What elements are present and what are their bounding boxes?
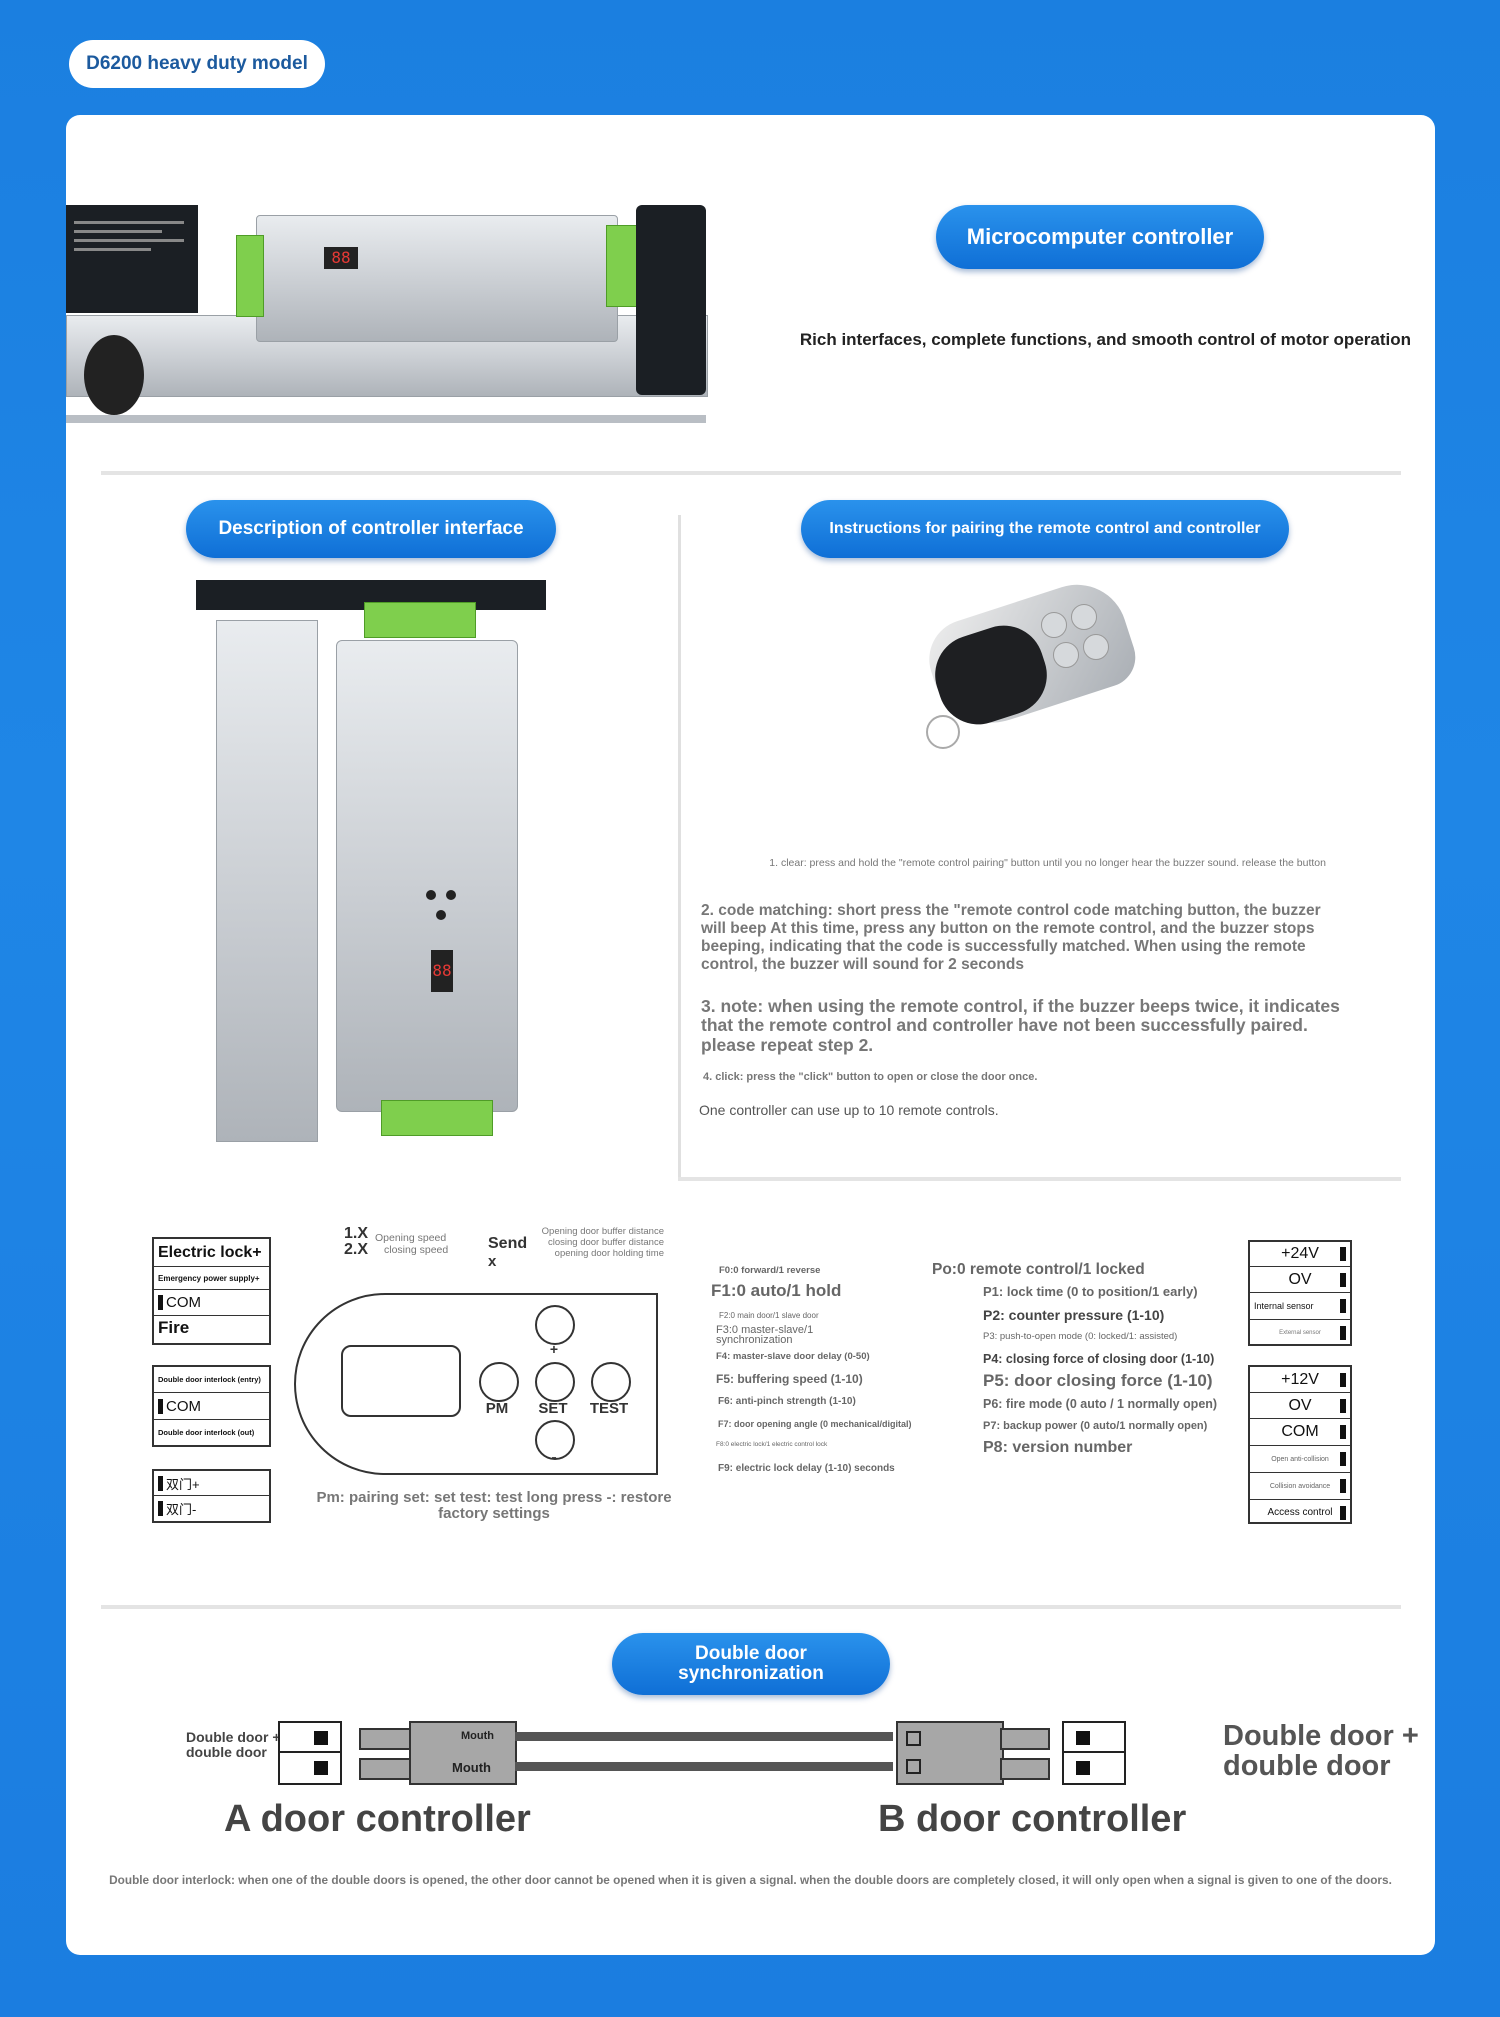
set-label: SET (538, 1400, 568, 1417)
speed-num-1: 1.X (344, 1225, 369, 1242)
a-plug-bottom (359, 1758, 415, 1780)
terminal-double-door-plus: 双门+ (154, 1471, 269, 1496)
param-f7: F7: door opening angle (0 mechanical/dig… (718, 1419, 912, 1429)
controller-photo: 88 (66, 175, 716, 455)
speed-num-2: 2.X (344, 1241, 369, 1258)
plus-label: + (549, 1341, 559, 1357)
b-door-controller-label: B door controller (878, 1798, 1187, 1840)
terminal-block-double-door: 双门+ 双门- (152, 1469, 271, 1523)
b-door-connector (1062, 1721, 1126, 1785)
pairing-title: Instructions for pairing the remote cont… (801, 500, 1289, 558)
param-p1: P1: lock time (0 to position/1 early) (983, 1284, 1198, 1299)
terminal-0v-2: OV (1250, 1393, 1350, 1419)
param-p8: P8: version number (983, 1439, 1133, 1456)
param-f6: F6: anti-pinch strength (1-10) (718, 1396, 856, 1407)
param-f2: F2:0 main door/1 slave door (719, 1311, 819, 1320)
terminal-interlock-out: Double door interlock (out) (158, 1428, 255, 1437)
send-x-label: x (488, 1253, 497, 1270)
param-p0: Po:0 remote control/1 locked (932, 1261, 1145, 1278)
terminal-collision-avoidance: Collision avoidance (1250, 1473, 1350, 1500)
b-plug-bottom (1000, 1758, 1050, 1780)
param-p4: P4: closing force of closing door (1-10) (983, 1352, 1215, 1366)
terminal-interlock-entry: Double door interlock (entry) (154, 1367, 269, 1393)
param-f9: F9: electric lock delay (1-10) seconds (718, 1463, 895, 1474)
a-door-controller-label: A door controller (224, 1798, 531, 1840)
terminal-block-lock: Electric lock+ Emergency power supply+ C… (152, 1237, 271, 1345)
terminal-com-1: COM (154, 1290, 269, 1316)
terminal-electric-lock: Electric lock+ (154, 1239, 269, 1267)
minus-label: - (551, 1449, 557, 1466)
param-f5: F5: buffering speed (1-10) (716, 1372, 863, 1386)
pm-label: PM (485, 1400, 509, 1417)
param-p3: P3: push-to-open mode (0: locked/1: assi… (983, 1331, 1178, 1342)
control-panel (294, 1293, 658, 1475)
sync-cable-top (515, 1732, 893, 1741)
pairing-step-4: 4. click: press the "click" button to op… (703, 1071, 1038, 1083)
display-window (341, 1345, 461, 1417)
minus-button[interactable] (535, 1420, 575, 1460)
divider-top (101, 471, 1401, 475)
param-p6: P6: fire mode (0 auto / 1 normally open) (983, 1397, 1218, 1411)
terminal-open-anti-collision: Open anti-collision (1250, 1446, 1350, 1473)
param-f0: F0:0 forward/1 reverse (719, 1265, 821, 1276)
terminal-emergency-power: Emergency power supply+ (154, 1267, 269, 1290)
terminal-block-interlock: Double door interlock (entry) COM Double… (152, 1365, 271, 1447)
double-door-sync-title: Double door synchronization (612, 1633, 890, 1695)
terminal-external-sensor: External sensor (1250, 1320, 1350, 1345)
sync-cable-bottom (515, 1762, 893, 1771)
opening-speed-label: Opening speed (375, 1232, 447, 1244)
controller-subtitle: Rich interfaces, complete functions, and… (799, 330, 1411, 349)
buffer-text: Opening door buffer distance closing doo… (541, 1226, 664, 1259)
plus-button[interactable] (535, 1305, 575, 1345)
terminal-internal-sensor: Internal sensor (1250, 1293, 1350, 1320)
test-button[interactable] (591, 1362, 631, 1402)
interlock-footnote: Double door interlock: when one of the d… (109, 1873, 1392, 1887)
param-p7: P7: backup power (0 auto/1 normally open… (983, 1420, 1208, 1432)
pairing-step-3: 3. note: when using the remote control, … (701, 996, 1340, 1055)
content-card: 88 Microcomputer controller Rich interfa… (66, 115, 1435, 1955)
terminal-12v: +12V (1250, 1367, 1350, 1393)
mouth-label-1: Mouth (461, 1730, 494, 1742)
terminal-24v: +24V (1250, 1242, 1350, 1267)
param-f4: F4: master-slave door delay (0-50) (716, 1351, 870, 1362)
terminal-double-door-minus: 双门- (154, 1496, 269, 1520)
a-plug-top (359, 1728, 415, 1750)
b-plug-top (1000, 1728, 1050, 1750)
interface-description-title: Description of controller interface (186, 500, 556, 558)
remote-control-image (911, 571, 1144, 770)
param-f8: F8:0 electric lock/1 electric control lo… (716, 1441, 828, 1448)
terminal-com-2: COM (154, 1393, 269, 1420)
sync-left-label: Double door + double door (186, 1729, 281, 1761)
terminal-0v-1: OV (1250, 1267, 1350, 1293)
param-f3: F3:0 master-slave/1 synchronization (716, 1324, 814, 1347)
a-door-connector (278, 1721, 342, 1785)
param-p2: P2: counter pressure (1-10) (983, 1307, 1165, 1323)
panel-caption: Pm: pairing set: set test: test long pre… (316, 1489, 672, 1522)
b-mouth-housing (896, 1721, 1004, 1785)
sync-right-label: Double door + double door (1223, 1720, 1419, 1783)
microcomputer-controller-title: Microcomputer controller (936, 205, 1264, 269)
pairing-step-1: 1. clear: press and hold the "remote con… (769, 857, 1326, 869)
param-f1: F1:0 auto/1 hold (711, 1281, 842, 1300)
pairing-note: One controller can use up to 10 remote c… (699, 1102, 999, 1118)
terminal-access-control: Access control (1250, 1500, 1350, 1525)
set-button[interactable] (535, 1362, 575, 1402)
test-label: TEST (589, 1400, 629, 1417)
terminal-block-power-24v: +24V OV Internal sensor External sensor (1248, 1240, 1352, 1346)
terminal-com-3: COM (1250, 1419, 1350, 1446)
terminal-block-power-12v: +12V OV COM Open anti-collision Collisio… (1248, 1365, 1352, 1524)
a-mouth-housing (409, 1721, 517, 1785)
divider-bottom (101, 1605, 1401, 1609)
send-label: Send (488, 1235, 528, 1252)
pairing-step-2: 2. code matching: short press the "remot… (701, 902, 1321, 974)
closing-speed-label: closing speed (384, 1244, 449, 1256)
terminal-fire: Fire (158, 1318, 190, 1337)
model-tag: D6200 heavy duty model (69, 40, 325, 88)
param-p5: P5: door closing force (1-10) (983, 1371, 1213, 1390)
pm-button[interactable] (479, 1362, 519, 1402)
vertical-divider (678, 515, 681, 1180)
mouth-label-2: Mouth (452, 1760, 491, 1775)
controller-vertical-photo: 88 (196, 580, 556, 1160)
divider-pairing-bottom (678, 1177, 1401, 1181)
